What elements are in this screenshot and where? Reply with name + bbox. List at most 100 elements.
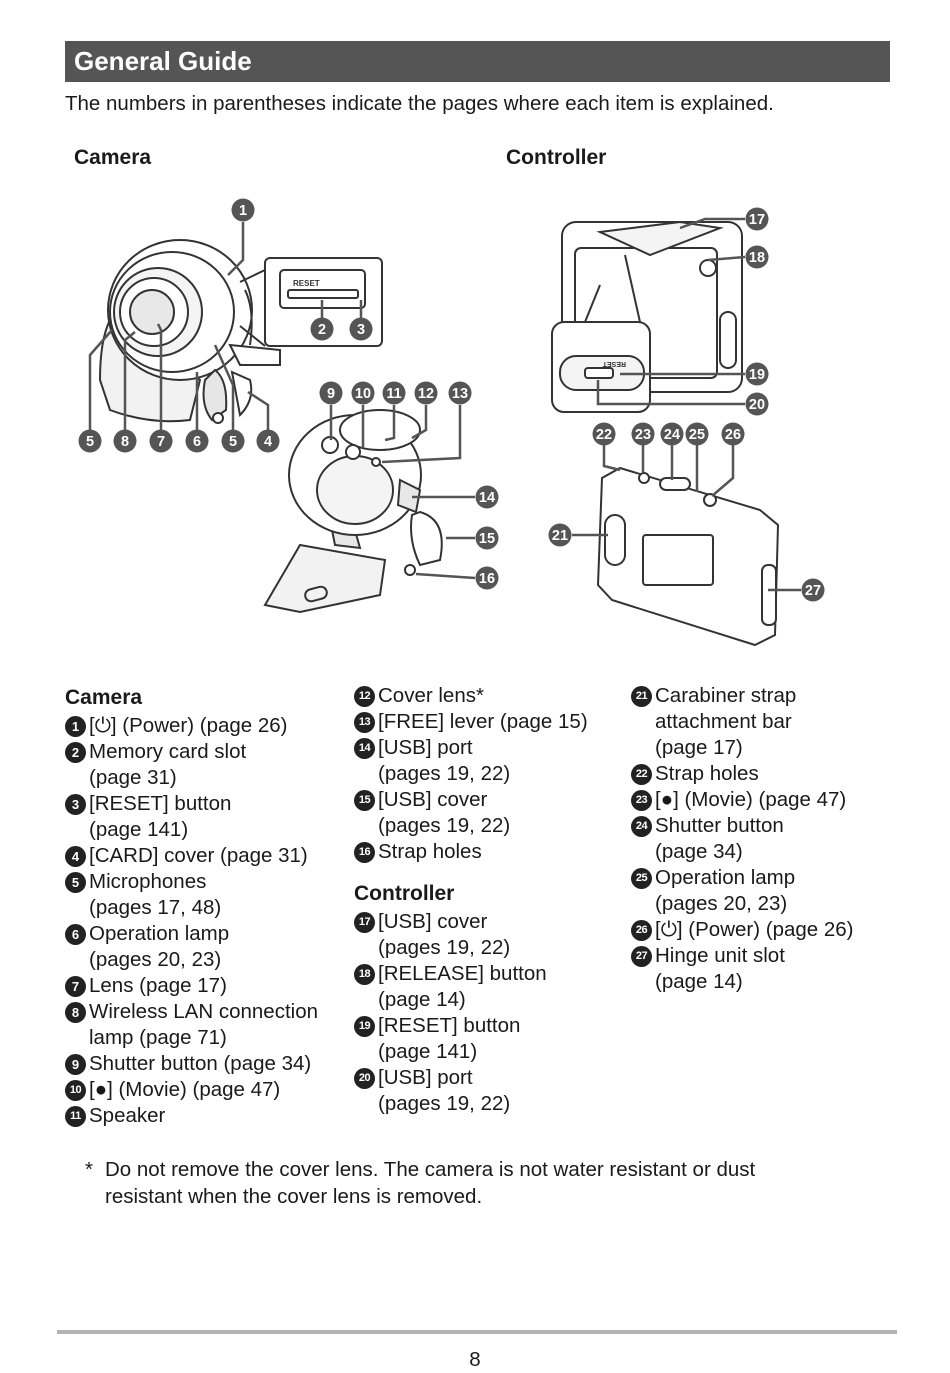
item-number-badge: 4 bbox=[65, 846, 86, 867]
callout-24: 24 bbox=[660, 422, 684, 446]
callout-22: 22 bbox=[592, 422, 616, 446]
figure-heading-camera: Camera bbox=[74, 146, 152, 169]
item-description: [●] (Movie) (page 47) bbox=[655, 787, 846, 813]
callout-11: 11 bbox=[382, 381, 406, 405]
legend-item: 18[RELEASE] button(page 14) bbox=[354, 961, 588, 1013]
callout-5b: 5 bbox=[221, 429, 245, 453]
item-number-badge: 23 bbox=[631, 790, 652, 811]
item-number-badge: 12 bbox=[354, 686, 375, 707]
svg-text:11: 11 bbox=[386, 386, 401, 402]
svg-text:7: 7 bbox=[157, 434, 165, 450]
legend-heading-controller: Controller bbox=[354, 882, 455, 905]
item-description-line: (pages 17, 48) bbox=[89, 896, 222, 919]
svg-text:27: 27 bbox=[805, 583, 821, 599]
parts-illustration: RESET bbox=[78, 198, 825, 647]
item-number-badge: 9 bbox=[65, 1054, 86, 1075]
page-number: 8 bbox=[469, 1348, 481, 1371]
item-description: [FREE] lever (page 15) bbox=[378, 709, 588, 735]
controller-front-drawing bbox=[596, 466, 780, 647]
item-description: [●] (Movie) (page 47) bbox=[89, 1077, 280, 1103]
item-number-badge: 26 bbox=[631, 920, 652, 941]
memory-slot-reset-label: RESET bbox=[293, 279, 320, 288]
leader-lines bbox=[88, 217, 801, 592]
svg-text:2: 2 bbox=[318, 322, 326, 338]
item-description-line: [RELEASE] button bbox=[378, 962, 547, 985]
svg-text:19: 19 bbox=[749, 367, 765, 383]
item-number-badge: 22 bbox=[631, 764, 652, 785]
item-number-badge: 6 bbox=[65, 924, 86, 945]
item-description: Shutter button(page 34) bbox=[655, 813, 784, 865]
item-description-line: (pages 20, 23) bbox=[89, 948, 222, 971]
legend-item: 1[⏻] (Power) (page 26) bbox=[65, 713, 318, 739]
item-description-line: [⏻] (Power) (page 26) bbox=[89, 714, 288, 737]
item-description: Shutter button (page 34) bbox=[89, 1051, 311, 1077]
svg-text:20: 20 bbox=[749, 397, 765, 413]
legend-heading-camera: Camera bbox=[65, 686, 143, 709]
svg-text:22: 22 bbox=[596, 427, 612, 443]
item-description: [USB] port(pages 19, 22) bbox=[378, 1065, 510, 1117]
item-description-line: [RESET] button bbox=[89, 792, 232, 815]
item-description: Lens (page 17) bbox=[89, 973, 227, 999]
item-description: [USB] cover(pages 19, 22) bbox=[378, 787, 510, 839]
item-description: [USB] port (pages 19, 22) bbox=[378, 735, 510, 787]
item-description-line: Cover lens* bbox=[378, 684, 484, 707]
legend-item: 19[RESET] button(page 141) bbox=[354, 1013, 588, 1065]
item-description-line: Operation lamp bbox=[89, 922, 230, 945]
item-number-badge: 15 bbox=[354, 790, 375, 811]
item-description: [RESET] button(page 141) bbox=[378, 1013, 520, 1065]
section-title-bar: General Guide bbox=[65, 41, 890, 82]
item-description: Memory card slot(page 31) bbox=[89, 739, 246, 791]
item-number-badge: 13 bbox=[354, 712, 375, 733]
callout-15: 15 bbox=[475, 526, 499, 550]
item-description: Speaker bbox=[89, 1103, 165, 1129]
item-description: [⏻] (Power) (page 26) bbox=[655, 917, 854, 943]
legend-item: 13[FREE] lever (page 15) bbox=[354, 709, 588, 735]
svg-text:21: 21 bbox=[552, 528, 568, 544]
item-description-line: [USB] cover bbox=[378, 788, 488, 811]
legend-item: 10[●] (Movie) (page 47) bbox=[65, 1077, 318, 1103]
legend-item: 23[●] (Movie) (page 47) bbox=[631, 787, 854, 813]
callout-16: 16 bbox=[475, 566, 499, 590]
item-description-line: Memory card slot bbox=[89, 740, 247, 763]
item-description: Cover lens* bbox=[378, 683, 484, 709]
item-description-line: [●] (Movie) (page 47) bbox=[655, 788, 847, 811]
item-number-badge: 25 bbox=[631, 868, 652, 889]
item-description-line: (page 17) bbox=[655, 736, 743, 759]
legend-item: 26[⏻] (Power) (page 26) bbox=[631, 917, 854, 943]
svg-text:25: 25 bbox=[689, 427, 705, 443]
svg-text:6: 6 bbox=[193, 434, 201, 450]
item-number-badge: 27 bbox=[631, 946, 652, 967]
callout-6: 6 bbox=[185, 429, 209, 453]
item-description-line: attachment bar bbox=[655, 710, 792, 733]
callout-2: 2 bbox=[310, 317, 334, 341]
item-description-line: [USB] port bbox=[378, 736, 473, 759]
svg-text:12: 12 bbox=[418, 386, 434, 402]
item-description-line: (page 141) bbox=[89, 818, 189, 841]
item-description-line: (pages 19, 22) bbox=[378, 762, 511, 785]
svg-text:10: 10 bbox=[355, 386, 371, 402]
svg-text:13: 13 bbox=[452, 386, 468, 402]
item-description: Hinge unit slot(page 14) bbox=[655, 943, 785, 995]
item-number-badge: 10 bbox=[65, 1080, 86, 1101]
item-description: Strap holes bbox=[378, 839, 482, 865]
legend-item: 17[USB] cover(pages 19, 22) bbox=[354, 909, 588, 961]
legend-item: 3[RESET] button(page 141) bbox=[65, 791, 318, 843]
item-description-line: lamp (page 71) bbox=[89, 1026, 227, 1049]
item-description: Carabiner strap attachment bar (page 17) bbox=[655, 683, 796, 761]
item-number-badge: 21 bbox=[631, 686, 652, 707]
item-description-line: (pages 20, 23) bbox=[655, 892, 788, 915]
item-description: Operation lamp(pages 20, 23) bbox=[655, 865, 795, 917]
figure-heading-controller: Controller bbox=[506, 146, 607, 169]
item-description-line: Carabiner strap bbox=[655, 684, 797, 707]
legend-item: 20[USB] port(pages 19, 22) bbox=[354, 1065, 588, 1117]
